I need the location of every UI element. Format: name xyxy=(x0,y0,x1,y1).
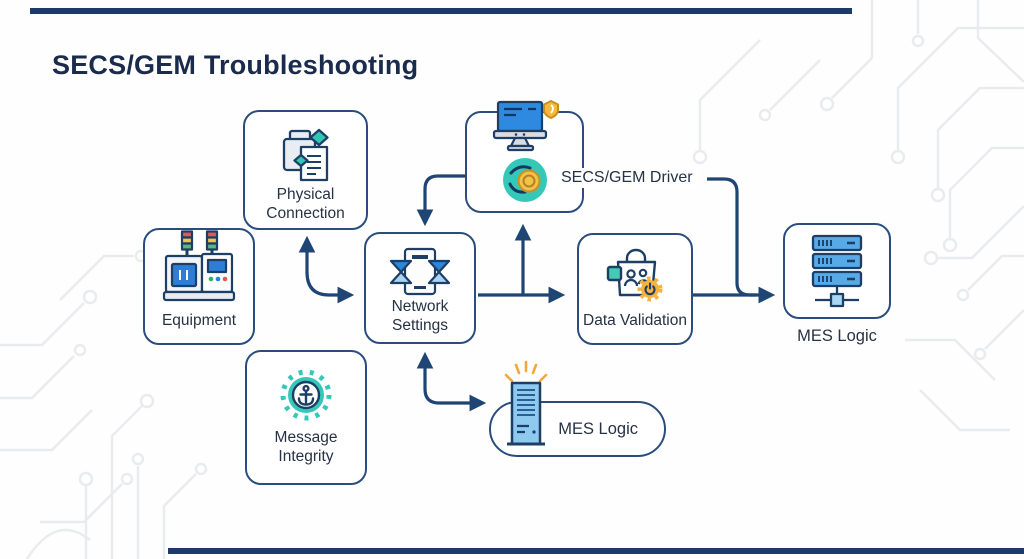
node-label-data-validation: Data Validation xyxy=(583,312,687,330)
server-tower-rays-icon xyxy=(498,358,554,454)
page-title: SECS/GEM Troubleshooting xyxy=(52,50,419,80)
node-label-secs-gem-driver: SECS/GEM Driver xyxy=(556,168,698,188)
node-network-settings: Network Settings xyxy=(364,232,476,344)
top-accent-bar xyxy=(30,8,852,14)
node-label-equipment: Equipment xyxy=(161,312,237,330)
arrow-physical-network xyxy=(298,235,355,304)
node-label-physical-connection: Physical Connection xyxy=(266,186,345,222)
node-equipment: Equipment xyxy=(143,228,255,345)
bag-users-gear-icon xyxy=(604,245,666,303)
server-stack-network-icon xyxy=(802,233,872,309)
node-message-integrity: Message Integrity xyxy=(245,350,367,485)
node-data-validation: Data Validation xyxy=(577,233,693,345)
node-label-network-settings: Network Settings xyxy=(391,298,449,334)
monitor-badge-icon xyxy=(491,100,559,152)
node-physical-connection: Physical Connection xyxy=(243,110,368,230)
node-secs-gem-driver xyxy=(465,100,584,213)
bottom-accent-bar xyxy=(168,548,1024,554)
machine-signal-towers-icon xyxy=(160,230,238,304)
documents-copy-icon xyxy=(273,126,339,186)
arrow-network-mesbottom xyxy=(416,351,487,412)
arrow-driver-to-network xyxy=(416,174,465,227)
line-driverlabel-to-meslogic xyxy=(707,177,756,297)
node-mes-logic-right xyxy=(783,223,891,319)
node-label-message-integrity: Message Integrity xyxy=(274,429,338,466)
node-label-mes-logic-right: MES Logic xyxy=(797,327,877,345)
teal-gear-anchor-icon xyxy=(277,366,335,424)
node-label-mes-logic-bottom: MES Logic xyxy=(558,419,638,438)
sync-hourglass-card-icon xyxy=(386,246,454,298)
teal-coin-circle-icon xyxy=(501,156,549,204)
